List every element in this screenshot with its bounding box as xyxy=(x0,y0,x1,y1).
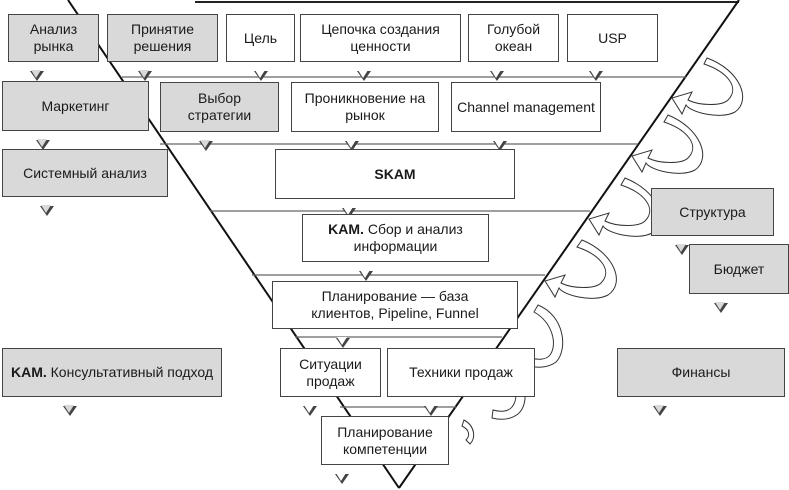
box-blue-ocean: Голубой океан xyxy=(468,14,559,81)
box-sales-situations: Ситуации продаж xyxy=(280,348,381,416)
box-planning-base: Планирование — база клиентов, Pipeline, … xyxy=(272,281,518,348)
label-finance: Финансы xyxy=(617,348,785,416)
box-label: Ситуации продаж xyxy=(299,355,362,389)
box-sales-techniques: Техники продаж xyxy=(387,348,535,416)
box-label-bold: KAM. xyxy=(328,221,364,237)
box-kam-info: KAM. Сбор и анализ информации xyxy=(302,214,489,281)
feedback-arrow-icon xyxy=(631,114,704,174)
box-value-chain: Проникновение на рынок Цепочка создания … xyxy=(300,14,461,81)
box-label: Планирование компетенции xyxy=(337,423,433,457)
box-label: SKAM xyxy=(374,165,416,182)
box-label: Цепочка создания ценности xyxy=(321,21,440,54)
label-decision-making: Принятие решения xyxy=(107,14,218,81)
box-label: Выбор стратегии xyxy=(187,90,252,123)
box-label: Финансы xyxy=(671,364,731,380)
box-label: Техники продаж xyxy=(409,364,513,380)
label-market-analysis: Анализ рынка xyxy=(8,14,99,81)
box-skam: SKAM xyxy=(275,149,515,218)
box-label-wrap: KAM. Консультативный подход xyxy=(11,364,213,381)
label-kam-consultative: KAM. Консультативный подход xyxy=(2,348,222,416)
box-label: Бюджет xyxy=(713,260,765,277)
box-label: Планирование — база клиентов, Pipeline, … xyxy=(311,288,479,321)
box-label-bold: KAM. xyxy=(10,364,47,380)
box-label: Анализ рынка xyxy=(29,21,78,54)
box-label: USP xyxy=(598,29,627,46)
box-market-penetration: Проникновение на рынок xyxy=(291,82,439,151)
label-strategy-choice: Выбор стратегии xyxy=(160,82,279,151)
box-label: Голубой океан xyxy=(486,21,541,54)
box-label: Маркетинг xyxy=(41,97,110,114)
box-label: Channel management xyxy=(457,98,595,115)
box-label: Принятие решения xyxy=(131,21,194,54)
box-label: Консультативный подход xyxy=(50,364,214,380)
feedback-arrow-icon xyxy=(461,419,475,445)
box-label: Структура xyxy=(679,203,746,220)
label-system-analysis: Системный анализ xyxy=(2,149,168,216)
box-label: Проникновение на рынок xyxy=(304,90,426,123)
label-marketing: Маркетинг xyxy=(2,81,149,150)
box-label: Сбор и анализ информации xyxy=(353,221,463,254)
feedback-arrow-icon xyxy=(671,57,744,116)
box-label-wrap: KAM. Сбор и анализ информации xyxy=(307,221,484,255)
label-budget: Бюджет xyxy=(689,244,789,313)
box-competence-planning: Планирование компетенции xyxy=(321,416,449,484)
box-channel-management: Channel management xyxy=(451,82,601,151)
label-structure: Структура xyxy=(651,188,774,255)
box-label: Цель xyxy=(243,29,278,46)
box-usp: USP xyxy=(567,14,658,81)
feedback-arrow-icon xyxy=(544,239,617,299)
box-goal: Цель xyxy=(226,14,295,81)
box-label: Системный анализ xyxy=(23,164,147,181)
